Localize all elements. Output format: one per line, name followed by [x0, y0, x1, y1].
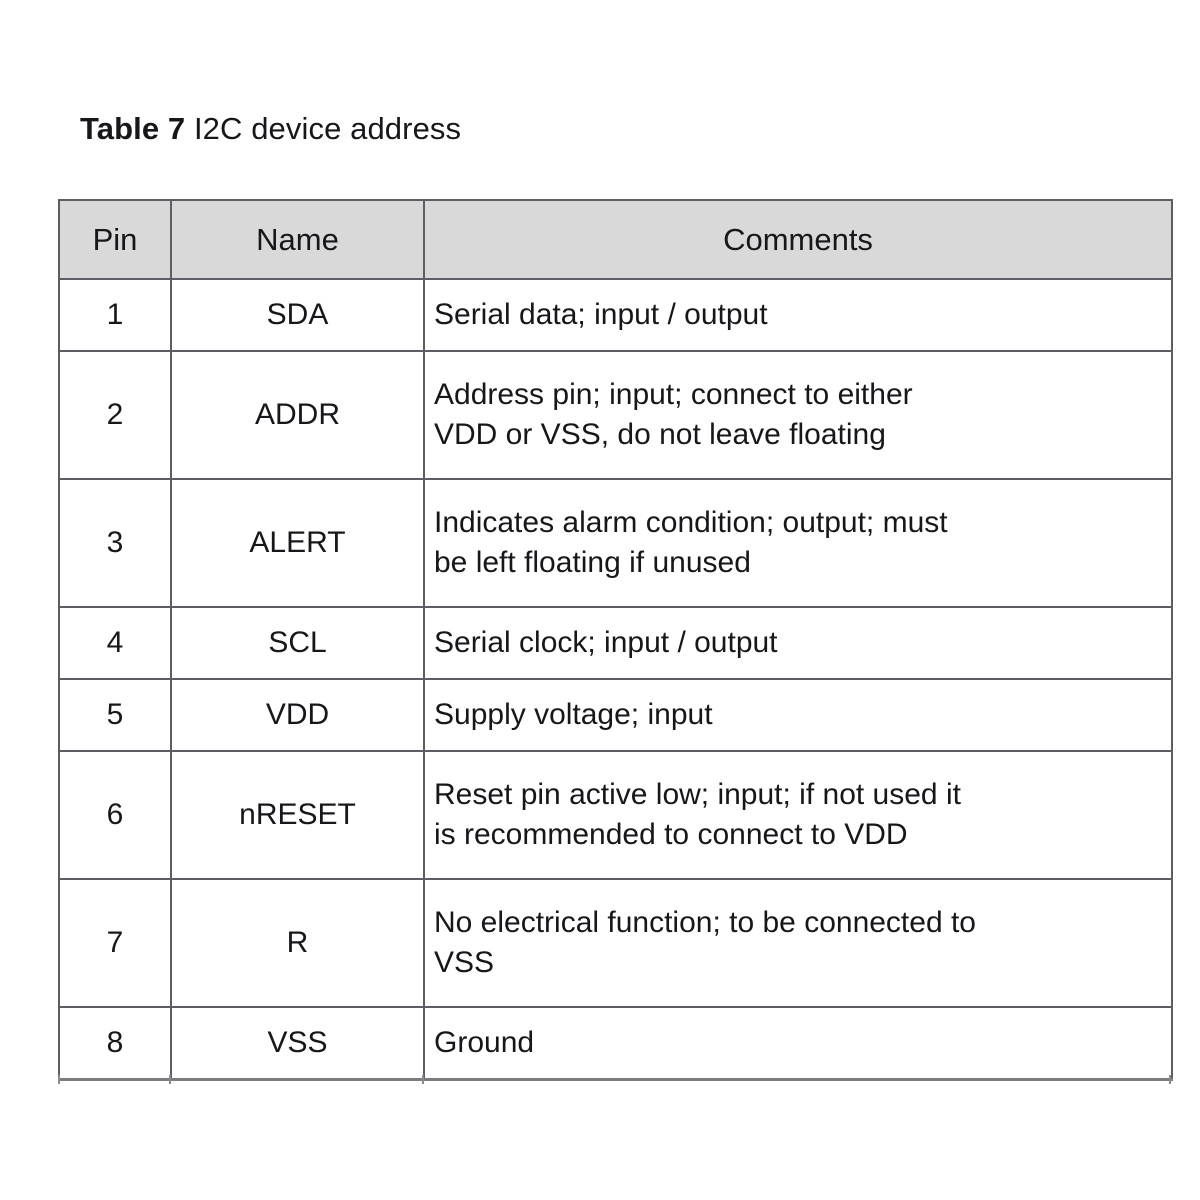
cell-pin-name: nRESET: [170, 750, 425, 880]
comment-line: VDD or VSS, do not leave floating: [434, 418, 886, 451]
cell-pin-number: 6: [58, 750, 172, 880]
cell-pin-number: 1: [58, 278, 172, 352]
cell-pin-comment: Serial data; input / output: [423, 278, 1173, 352]
cell-pin-name: R: [170, 878, 425, 1008]
cell-pin-number: 2: [58, 350, 172, 480]
cell-pin-comment: No electrical function; to be connected …: [423, 878, 1173, 1008]
table-header: Pin Name Comments: [58, 199, 1173, 280]
comment-text: Indicates alarm condition; output; must b…: [434, 503, 1165, 583]
comment-line: VSS: [434, 946, 495, 979]
comment-line: is recommended to connect to VDD: [434, 818, 908, 851]
cell-pin-number: 3: [58, 478, 172, 608]
cell-pin-comment: Indicates alarm condition; output; must b…: [423, 478, 1173, 608]
cell-pin-comment: Ground: [423, 1006, 1173, 1081]
cell-pin-comment: Supply voltage; input: [423, 678, 1173, 752]
comment-text: No electrical function; to be connected …: [434, 903, 1165, 983]
cell-pin-number: 7: [58, 878, 172, 1008]
table-rule-stub-pin-divider: [169, 1075, 171, 1084]
comment-line: No electrical function; to be connected …: [434, 906, 976, 939]
table-rule-stub-right: [1169, 1075, 1171, 1084]
cell-pin-number: 5: [58, 678, 172, 752]
table-rule-stub-name-divider: [422, 1075, 424, 1084]
comment-line: Reset pin active low; input; if not used…: [434, 778, 961, 811]
column-header-comments: Comments: [423, 199, 1173, 280]
cell-pin-name: ADDR: [170, 350, 425, 480]
comment-line: Ground: [434, 1026, 535, 1059]
cell-pin-name: ALERT: [170, 478, 425, 608]
table-caption: Table 7 I2C device address: [80, 110, 461, 148]
cell-pin-name: SCL: [170, 606, 425, 680]
comment-text: Serial data; input / output: [434, 295, 1165, 335]
table-rule-stub-left: [58, 1075, 60, 1084]
cell-pin-number: 4: [58, 606, 172, 680]
comment-line: Address pin; input; connect to either: [434, 378, 913, 411]
table-caption-description: I2C device address: [193, 111, 462, 146]
cell-pin-name: VSS: [170, 1006, 425, 1081]
comment-line: be left floating if unused: [434, 546, 751, 579]
cell-pin-number: 8: [58, 1006, 172, 1081]
cell-pin-comment: Reset pin active low; input; if not used…: [423, 750, 1173, 880]
comment-line: Serial clock; input / output: [434, 626, 778, 659]
caption-space: [185, 111, 194, 146]
comment-text: Ground: [434, 1023, 1165, 1063]
cell-pin-name: SDA: [170, 278, 425, 352]
table-caption-label: Table 7: [80, 111, 186, 146]
table-header-row: Pin Name Comments: [58, 199, 1173, 280]
comment-text: Reset pin active low; input; if not used…: [434, 775, 1165, 855]
comment-line: Indicates alarm condition; output; must: [434, 506, 948, 539]
comment-text: Serial clock; input / output: [434, 623, 1165, 663]
comment-text: Supply voltage; input: [434, 695, 1165, 735]
column-header-pin: Pin: [58, 199, 172, 280]
comment-line: Serial data; input / output: [434, 298, 768, 331]
comment-line: Supply voltage; input: [434, 698, 713, 731]
cell-pin-name: VDD: [170, 678, 425, 752]
cell-pin-comment: Serial clock; input / output: [423, 606, 1173, 680]
column-header-name: Name: [170, 199, 425, 280]
